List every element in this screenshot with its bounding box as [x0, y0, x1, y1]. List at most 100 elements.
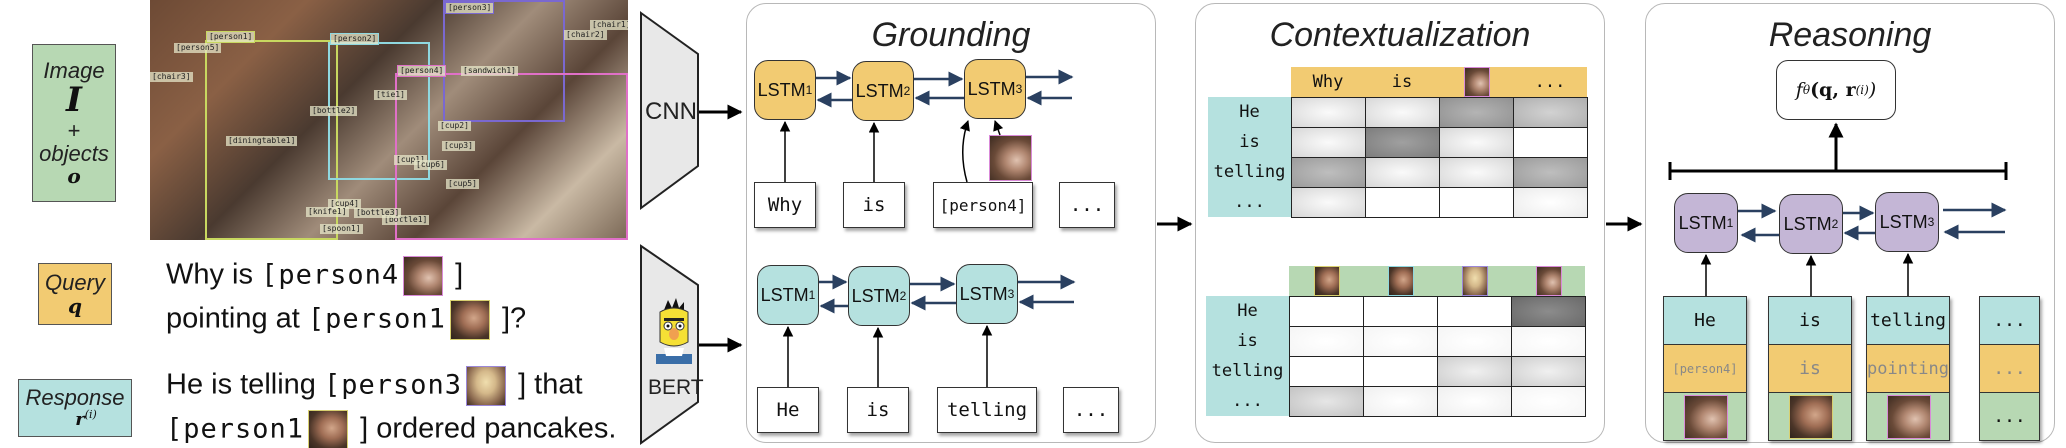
query-label: Query	[45, 270, 105, 296]
object-attention-attention-cell	[1289, 296, 1364, 327]
object-attention-attention-cell	[1363, 296, 1438, 327]
detection-label-person4: [person4]	[397, 65, 447, 77]
image-symbol: I	[66, 79, 82, 120]
cnn-encoder	[640, 11, 699, 210]
detection-label-cup2: [cup2]	[438, 121, 471, 131]
query-line2-suffix: ]?	[493, 302, 527, 335]
detection-label-chair1: [chair1]	[590, 20, 628, 30]
reasoning-stack: .........	[1979, 296, 2040, 441]
reasoning-title: Reasoning	[1768, 16, 1932, 54]
query-legend: Query q	[38, 263, 112, 325]
grounding-response-token: is	[847, 387, 909, 433]
response-line1-prefix: He is telling	[166, 368, 324, 401]
object-attention-attention-cell	[1289, 326, 1364, 357]
object-thumbnail	[1536, 266, 1562, 296]
detection-label-bottle3: [bottle3]	[354, 208, 402, 218]
detection-label-cup4: [cup4]	[328, 199, 361, 209]
query-attention-attention-cell	[1439, 127, 1514, 158]
object-attention-row-label: ...	[1206, 386, 1289, 416]
detection-label-person3: [person3]	[445, 2, 495, 14]
detection-label-person2: [person2]	[330, 33, 380, 45]
response-line1-suffix: ] that	[510, 368, 583, 401]
grounding-query-token: Why	[754, 182, 816, 228]
image-label: Image	[43, 57, 105, 83]
detection-box-person4	[395, 73, 628, 240]
query-attention-attention-cell	[1291, 97, 1366, 128]
query-tag-person1: [person1	[307, 303, 446, 335]
object-thumbnail	[1684, 395, 1728, 439]
object-thumbnail	[1789, 395, 1833, 439]
plus-sign: +	[67, 118, 81, 144]
detection-label-person1: [person1]	[206, 31, 256, 43]
person4-thumbnail	[403, 256, 444, 296]
image-objects-legend: Image I + objects o	[32, 44, 116, 202]
query-line2-prefix: pointing at	[166, 302, 308, 335]
detection-box-person1	[205, 40, 338, 240]
object-token	[1663, 392, 1747, 441]
response-label: Response	[25, 385, 125, 411]
fn-f: f	[1795, 79, 1803, 101]
query-attention-attention-cell	[1513, 97, 1588, 128]
object-attention-attention-cell	[1511, 356, 1586, 387]
person4-object-thumbnail	[989, 135, 1032, 181]
response-legend: Response r(i)	[18, 379, 132, 437]
query-attention-attention-cell	[1439, 187, 1514, 218]
object-attention-attention-cell	[1289, 386, 1364, 417]
detection-label-spoon1: [spoon1]	[320, 224, 363, 234]
objects-symbol: o	[67, 164, 81, 189]
query-line-1: Why is [person4 ]	[166, 256, 463, 296]
response-symbol-r: r	[75, 409, 85, 431]
query-attention-attention-cell	[1291, 187, 1366, 218]
query-token: ...	[1979, 344, 2040, 393]
query-attention-column-header: is	[1365, 67, 1439, 97]
object-attention-attention-cell	[1437, 326, 1512, 357]
query-attention-column-header: ...	[1513, 67, 1587, 97]
person1-thumbnail	[308, 410, 349, 448]
response-token: is	[1768, 296, 1852, 345]
detection-label-diningtable1: [diningtable1]	[226, 136, 298, 146]
object-attention-attention-cell	[1363, 356, 1438, 387]
query-attention-attention-cell	[1365, 187, 1440, 218]
response-symbol: r(i)	[53, 409, 97, 430]
fn-theta: θ	[1802, 83, 1811, 97]
detection-label-tie1: [tie1]	[374, 90, 407, 100]
query-attention-attention-cell	[1365, 157, 1440, 188]
query-line1-prefix: Why is	[166, 258, 262, 291]
query-attention-attention-cell	[1513, 127, 1588, 158]
detection-label-chair2: [chair2]	[564, 30, 607, 40]
query-line1-suffix: ]	[447, 258, 464, 291]
detection-label-cup1: [cup1]	[394, 155, 427, 165]
object-attention-attention-cell	[1437, 296, 1512, 327]
query-attention-row-label: He	[1208, 97, 1291, 127]
object-attention-attention-cell	[1363, 386, 1438, 417]
object-attention-attention-cell	[1437, 386, 1512, 417]
query-attention-attention-cell	[1439, 97, 1514, 128]
response-tag-person3: [person3	[323, 369, 463, 401]
object-attention-attention-cell	[1511, 296, 1586, 327]
fn-close: )	[1868, 79, 1877, 101]
detection-label-cup6: [cup6]	[414, 160, 447, 170]
object-attention-attention-cell	[1289, 356, 1364, 387]
object-attention-row-label: telling	[1206, 356, 1289, 386]
object-attention-attention-cell	[1511, 386, 1586, 417]
object-attention-row-label: is	[1206, 326, 1289, 356]
response-line-1: He is telling [person3 ] that	[166, 366, 583, 406]
bert-character-icon	[656, 298, 692, 364]
detection-label-bottle2: [bottle2]	[310, 106, 358, 116]
contextualization-title: Contextualization	[1269, 16, 1531, 54]
scene-image: [person1] [person2] [person3] [person4] …	[150, 0, 628, 240]
object-attention-attention-cell	[1437, 356, 1512, 387]
detection-label-knife1: [knife1]	[306, 207, 349, 217]
object-token	[1768, 392, 1852, 441]
response-token: He	[1663, 296, 1747, 345]
grounding-response-token: ...	[1063, 387, 1119, 433]
query-attention-attention-cell	[1365, 97, 1440, 128]
detection-label-sandwich1: [sandwich1]	[461, 66, 518, 76]
query-token: is	[1768, 344, 1852, 393]
detection-label-person5: [person5]	[174, 43, 222, 53]
